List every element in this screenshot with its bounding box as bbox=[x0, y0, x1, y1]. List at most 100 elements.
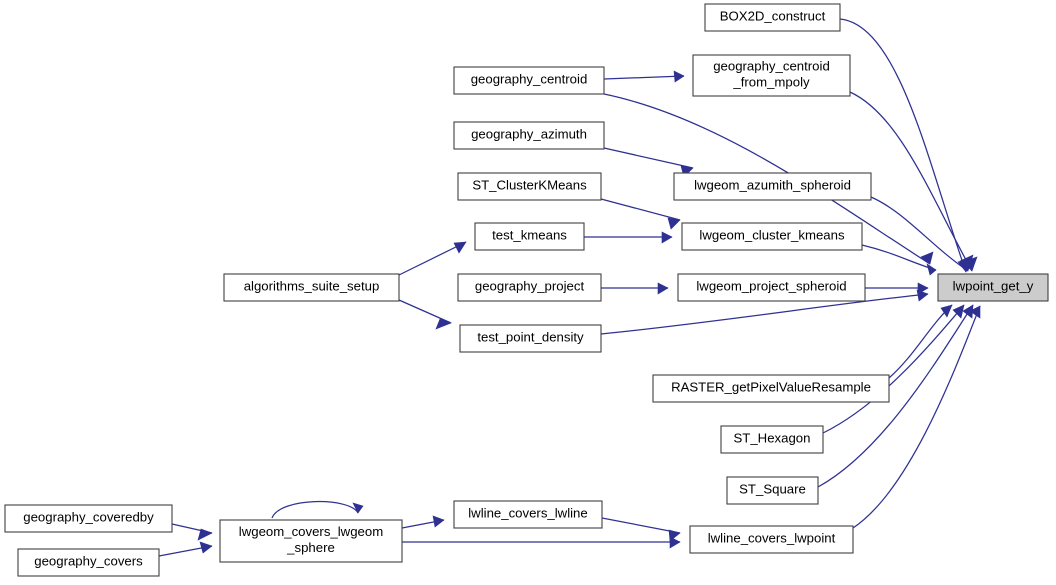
node-box[interactable] bbox=[677, 273, 866, 302]
arrowhead-icon bbox=[969, 305, 981, 319]
edge-test_point_density-to-lwpoint_get_y bbox=[600, 289, 929, 335]
edge-line bbox=[603, 75, 685, 80]
node-box[interactable] bbox=[453, 121, 605, 150]
node-box[interactable] bbox=[704, 3, 841, 32]
edge-line bbox=[839, 18, 967, 273]
node-box[interactable] bbox=[652, 374, 890, 403]
edge-line bbox=[603, 147, 694, 169]
node-box[interactable] bbox=[459, 324, 602, 353]
node-label: lwgeom_cluster_kmeans bbox=[699, 228, 845, 243]
arrowhead-icon bbox=[920, 251, 934, 265]
arrowhead-icon bbox=[952, 304, 965, 319]
edge-line bbox=[849, 91, 973, 272]
node-box[interactable] bbox=[726, 476, 819, 505]
arrowhead-icon bbox=[673, 70, 685, 83]
graph-node-geography_covers[interactable]: geography_covers bbox=[17, 548, 160, 577]
node-label: geography_project bbox=[475, 279, 585, 294]
node-label: algorithms_suite_setup bbox=[244, 279, 380, 294]
graph-node-test_point_density[interactable]: test_point_density bbox=[459, 324, 602, 353]
node-box[interactable] bbox=[720, 425, 824, 454]
graph-node-geography_project[interactable]: geography_project bbox=[457, 273, 602, 302]
node-label: lwpoint_get_y bbox=[953, 279, 1034, 294]
edge-geography_coveredby-to-lwgeom_covers_lwgeom_sphere bbox=[171, 523, 213, 541]
node-label: ST_Hexagon bbox=[734, 431, 811, 446]
edge-lwline_covers_lwpoint-to-lwpoint_get_y bbox=[852, 305, 981, 529]
node-label: geography_covers bbox=[34, 554, 143, 569]
node-label: test_kmeans bbox=[492, 228, 567, 243]
graph-node-raster_getpixelvalueresample[interactable]: RASTER_getPixelValueResample bbox=[652, 374, 890, 403]
arrowhead-icon bbox=[916, 289, 929, 302]
edge-line bbox=[398, 299, 452, 324]
edge-line bbox=[271, 500, 359, 519]
edge-st_clusterkmeans-to-lwgeom_cluster_kmeans bbox=[600, 198, 681, 230]
edge-st_hexagon-to-lwpoint_get_y bbox=[822, 304, 965, 434]
edge-geography_centroid-to-geography_centroid_from_mpoly bbox=[603, 70, 685, 83]
node-box[interactable] bbox=[457, 172, 602, 201]
node-label: geography_coveredby bbox=[23, 510, 154, 525]
graph-node-lwgeom_azumith_spheroid[interactable]: lwgeom_azumith_spheroid bbox=[673, 172, 872, 201]
graph-node-lwline_covers_lwpoint[interactable]: lwline_covers_lwpoint bbox=[689, 525, 854, 554]
arrowhead-icon bbox=[352, 502, 364, 514]
node-label: BOX2D_construct bbox=[720, 9, 826, 24]
node-box[interactable] bbox=[453, 66, 605, 95]
graph-node-st_hexagon[interactable]: ST_Hexagon bbox=[720, 425, 824, 454]
edge-lwgeom_covers_lwgeom_sphere-to-lwline_covers_lwline bbox=[401, 515, 445, 529]
node-label: geography_centroid bbox=[471, 72, 588, 87]
node-box[interactable] bbox=[689, 525, 854, 554]
graph-node-geography_centroid_from_mpoly[interactable]: geography_centroid_from_mpoly bbox=[692, 54, 851, 97]
graph-node-lwgeom_covers_lwgeom_sphere[interactable]: lwgeom_covers_lwgeom_sphere bbox=[219, 519, 403, 563]
node-box[interactable] bbox=[219, 519, 403, 563]
graph-node-geography_centroid[interactable]: geography_centroid bbox=[453, 66, 605, 95]
edge-lwline_covers_lwline-to-lwline_covers_lwpoint bbox=[601, 517, 681, 542]
edge-line bbox=[398, 241, 467, 276]
node-label: test_point_density bbox=[477, 330, 584, 345]
node-box[interactable] bbox=[681, 222, 863, 251]
graph-node-lwgeom_cluster_kmeans[interactable]: lwgeom_cluster_kmeans bbox=[681, 222, 863, 251]
node-box[interactable] bbox=[17, 548, 160, 577]
node-label: lwgeom_covers_lwgeom_sphere bbox=[239, 524, 383, 555]
graph-node-st_square[interactable]: ST_Square bbox=[726, 476, 819, 505]
node-box[interactable] bbox=[673, 172, 872, 201]
arrowhead-icon bbox=[432, 515, 445, 528]
edge-algorithms_suite_setup-to-test_kmeans bbox=[398, 241, 467, 276]
graph-node-lwpoint_get_y[interactable]: lwpoint_get_y bbox=[937, 273, 1049, 302]
arrowhead-icon bbox=[199, 541, 213, 554]
arrowhead-icon bbox=[657, 282, 669, 295]
arrowhead-icon bbox=[197, 528, 213, 541]
arrowhead-icon bbox=[661, 231, 673, 244]
node-label: geography_azimuth bbox=[471, 127, 587, 142]
edge-geography_covers-to-lwgeom_covers_lwgeom_sphere bbox=[158, 541, 213, 557]
node-box[interactable] bbox=[223, 273, 400, 302]
node-box[interactable] bbox=[937, 273, 1049, 302]
node-label: lwline_covers_lwline bbox=[468, 506, 587, 521]
node-label: lwgeom_azumith_spheroid bbox=[694, 178, 851, 193]
graph-node-box2d_construct[interactable]: BOX2D_construct bbox=[704, 3, 841, 32]
graph-node-geography_coveredby[interactable]: geography_coveredby bbox=[4, 504, 173, 533]
edge-line bbox=[600, 293, 929, 335]
edge-lwgeom_cluster_kmeans-to-lwpoint_get_y bbox=[861, 244, 937, 276]
node-box[interactable] bbox=[457, 273, 602, 302]
edge-self-loop bbox=[271, 500, 364, 519]
arrowhead-icon bbox=[669, 536, 681, 549]
arrowhead-icon bbox=[940, 304, 953, 318]
graph-node-algorithms_suite_setup[interactable]: algorithms_suite_setup bbox=[223, 273, 400, 302]
edge-line bbox=[822, 304, 965, 434]
node-label: geography_centroid_from_mpoly bbox=[713, 59, 830, 90]
edge-geography_project-to-lwgeom_project_spheroid bbox=[601, 282, 669, 295]
graph-node-test_kmeans[interactable]: test_kmeans bbox=[474, 222, 585, 251]
node-box[interactable] bbox=[692, 54, 851, 97]
graph-node-st_clusterkmeans[interactable]: ST_ClusterKMeans bbox=[457, 172, 602, 201]
edge-line bbox=[601, 517, 681, 534]
nodes-layer: BOX2D_constructgeography_centroidgeograp… bbox=[4, 3, 1049, 577]
graph-node-geography_azimuth[interactable]: geography_azimuth bbox=[453, 121, 605, 150]
graph-node-lwgeom_project_spheroid[interactable]: lwgeom_project_spheroid bbox=[677, 273, 866, 302]
graph-node-lwline_covers_lwline[interactable]: lwline_covers_lwline bbox=[453, 500, 603, 529]
node-box[interactable] bbox=[453, 500, 603, 529]
edge-algorithms_suite_setup-to-test_point_density bbox=[398, 299, 452, 330]
node-box[interactable] bbox=[4, 504, 173, 533]
edge-line bbox=[817, 304, 974, 488]
edge-test_kmeans-to-lwgeom_cluster_kmeans bbox=[584, 231, 673, 244]
node-label: RASTER_getPixelValueResample bbox=[671, 380, 871, 395]
node-box[interactable] bbox=[474, 222, 585, 251]
